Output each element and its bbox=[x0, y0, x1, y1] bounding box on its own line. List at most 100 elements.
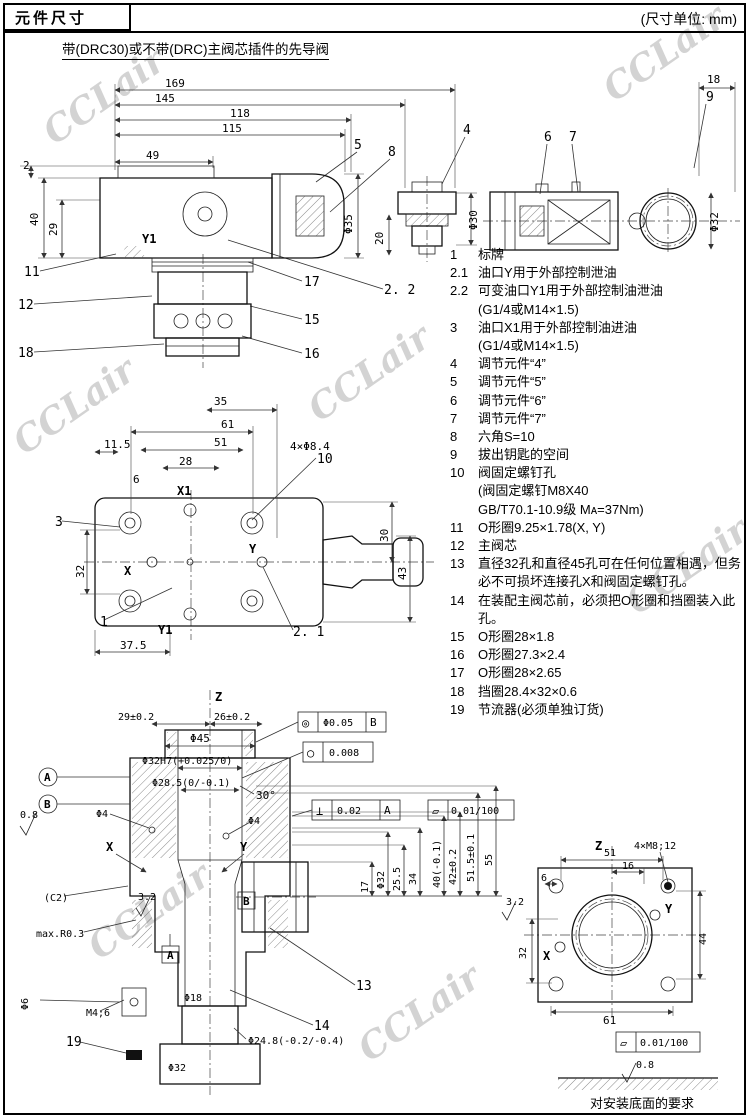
part-number: 17 bbox=[450, 665, 465, 681]
part-description: 直径32孔和直径45孔可在任何位置相遇，但务必不可损坏连接孔X和阀固定螺钉孔。 bbox=[478, 556, 741, 590]
dimension-label: 51 bbox=[214, 436, 227, 449]
dimension-label: 30 bbox=[378, 529, 391, 542]
part-number: 1 bbox=[450, 247, 458, 262]
part-number: 4 bbox=[450, 356, 458, 372]
dimension-label: B bbox=[370, 716, 377, 729]
dimension-label: 29±0.2 bbox=[118, 712, 154, 723]
axis-label-z: Z bbox=[215, 690, 222, 704]
tolerance-symbol-concentricity: ◎ bbox=[302, 716, 309, 730]
dimension-label: max.R0.3 bbox=[36, 929, 84, 940]
callout-19: 19 bbox=[66, 1035, 82, 1050]
main-spool-insert bbox=[151, 254, 254, 368]
part-description: O形圈28×2.65 bbox=[478, 665, 562, 681]
port-x1 bbox=[183, 503, 197, 517]
port-label-y: Y bbox=[665, 902, 673, 916]
axis-label-z: Z bbox=[595, 839, 602, 853]
section-label-b: B bbox=[243, 895, 250, 908]
dimension-label: 25.5 bbox=[392, 867, 403, 891]
dimension-label: 4×M8;12 bbox=[634, 841, 676, 852]
part-number: 12 bbox=[450, 538, 465, 553]
callout-14: 14 bbox=[314, 1019, 330, 1034]
page-title-box: 元件尺寸 bbox=[3, 3, 131, 31]
mounting-face-note: 对安装底面的要求 bbox=[590, 1096, 694, 1112]
dimension-label: Φ28.5(0/-0.1) bbox=[152, 778, 230, 789]
dimension-label: Φ35 bbox=[342, 214, 355, 234]
callout-12: 12 bbox=[18, 298, 34, 313]
port-label-x: X bbox=[543, 949, 551, 963]
dimension-label: 6 bbox=[541, 873, 547, 884]
tolerance-symbol-perpendicularity: ⊥ bbox=[316, 804, 323, 818]
part-number: 18 bbox=[450, 683, 465, 699]
tolerance-frame-flatness-mounting bbox=[615, 1031, 701, 1053]
section-body-outline bbox=[129, 729, 291, 1007]
port-y1 bbox=[183, 607, 197, 621]
part-number: 15 bbox=[450, 628, 465, 644]
dimension-label: 61 bbox=[603, 1014, 616, 1027]
dimension-label: 6 bbox=[133, 473, 140, 486]
part-number: 13 bbox=[450, 556, 465, 572]
mounting-holes bbox=[118, 511, 264, 613]
key-space-end-piece bbox=[628, 188, 697, 254]
callout-17: 17 bbox=[304, 275, 320, 290]
page-title: 元件尺寸 bbox=[15, 9, 88, 27]
dimension-label: A bbox=[384, 804, 391, 817]
dimension-label: Φ24.8(-0.2/-0.4) bbox=[248, 1036, 344, 1047]
dimension-label: 17 bbox=[360, 881, 371, 893]
unit-note: (尺寸单位: mm) bbox=[640, 11, 737, 27]
callout-2-2: 2. 2 bbox=[384, 283, 415, 298]
dimension-label: 29 bbox=[47, 223, 60, 236]
parts-list-item: 13 直径32孔和直径45孔可在任何位置相遇，但务必不可损坏连接孔X和阀固定螺钉孔… bbox=[450, 555, 746, 591]
part-number: 2.2 bbox=[450, 283, 469, 299]
callout-2-1: 2. 1 bbox=[293, 625, 324, 640]
callout-9: 9 bbox=[706, 90, 714, 105]
dimension-label: Φ32H7(+0.025/0) bbox=[142, 756, 232, 767]
roughness-value: 0.8 bbox=[636, 1060, 654, 1071]
part-number: 2.1 bbox=[450, 265, 469, 281]
throttle-insert bbox=[126, 1050, 142, 1060]
datum-box-a bbox=[161, 945, 180, 964]
part-description: 在装配主阀芯前，必须把O形圈和挡圈装入此孔。 bbox=[478, 592, 736, 626]
tolerance-frame-flatness bbox=[427, 799, 515, 821]
dimension-label: 145 bbox=[155, 92, 175, 105]
dimension-label: 34 bbox=[408, 873, 419, 885]
datum-a: A bbox=[44, 771, 51, 784]
dimension-label: 32 bbox=[518, 947, 529, 959]
ground-surface-symbol bbox=[558, 1077, 718, 1090]
dimension-label: 32 bbox=[74, 565, 87, 578]
dimension-label: (C2) bbox=[44, 893, 68, 904]
part-description: O形圈28×1.8 bbox=[478, 628, 555, 644]
tolerance-symbol-flatness: ▱ bbox=[620, 1036, 628, 1050]
port-label-x: X bbox=[124, 564, 132, 578]
dimension-label: 49 bbox=[146, 149, 159, 162]
callout-16: 16 bbox=[304, 347, 320, 362]
roughness-value: 3.2 bbox=[138, 892, 156, 903]
dimension-label: 37.5 bbox=[120, 639, 147, 652]
dimension-label: Φ4 bbox=[248, 816, 260, 827]
dimension-label: Φ32 bbox=[168, 1063, 186, 1074]
port-x bbox=[146, 556, 158, 568]
dimension-label: 18 bbox=[707, 73, 720, 86]
part-number: 7 bbox=[450, 410, 458, 426]
section-view-drawing: Z29±0.226±0.2Φ45Φ32H7(+0.025/0)Φ28.5(0/-… bbox=[19, 690, 524, 1095]
dimension-label: 43 bbox=[396, 567, 409, 580]
tolerance-frame-roundness bbox=[241, 741, 374, 779]
roughness-value: 3.2 bbox=[506, 897, 524, 908]
port-label-x1: X1 bbox=[177, 484, 191, 498]
dimension-label: 42±0.2 bbox=[448, 849, 459, 885]
valve-body-outline bbox=[99, 165, 273, 259]
part-number: 16 bbox=[450, 647, 465, 663]
datum-b: B bbox=[44, 798, 51, 811]
part-number: 3 bbox=[450, 319, 458, 335]
port-label-y1: Y1 bbox=[158, 623, 172, 637]
part-number: 11 bbox=[450, 519, 464, 535]
dimension-label: 11.5 bbox=[104, 438, 131, 451]
part-description: 调节元件“7” bbox=[478, 410, 546, 426]
tolerance-symbol-roundness: ○ bbox=[307, 746, 314, 760]
